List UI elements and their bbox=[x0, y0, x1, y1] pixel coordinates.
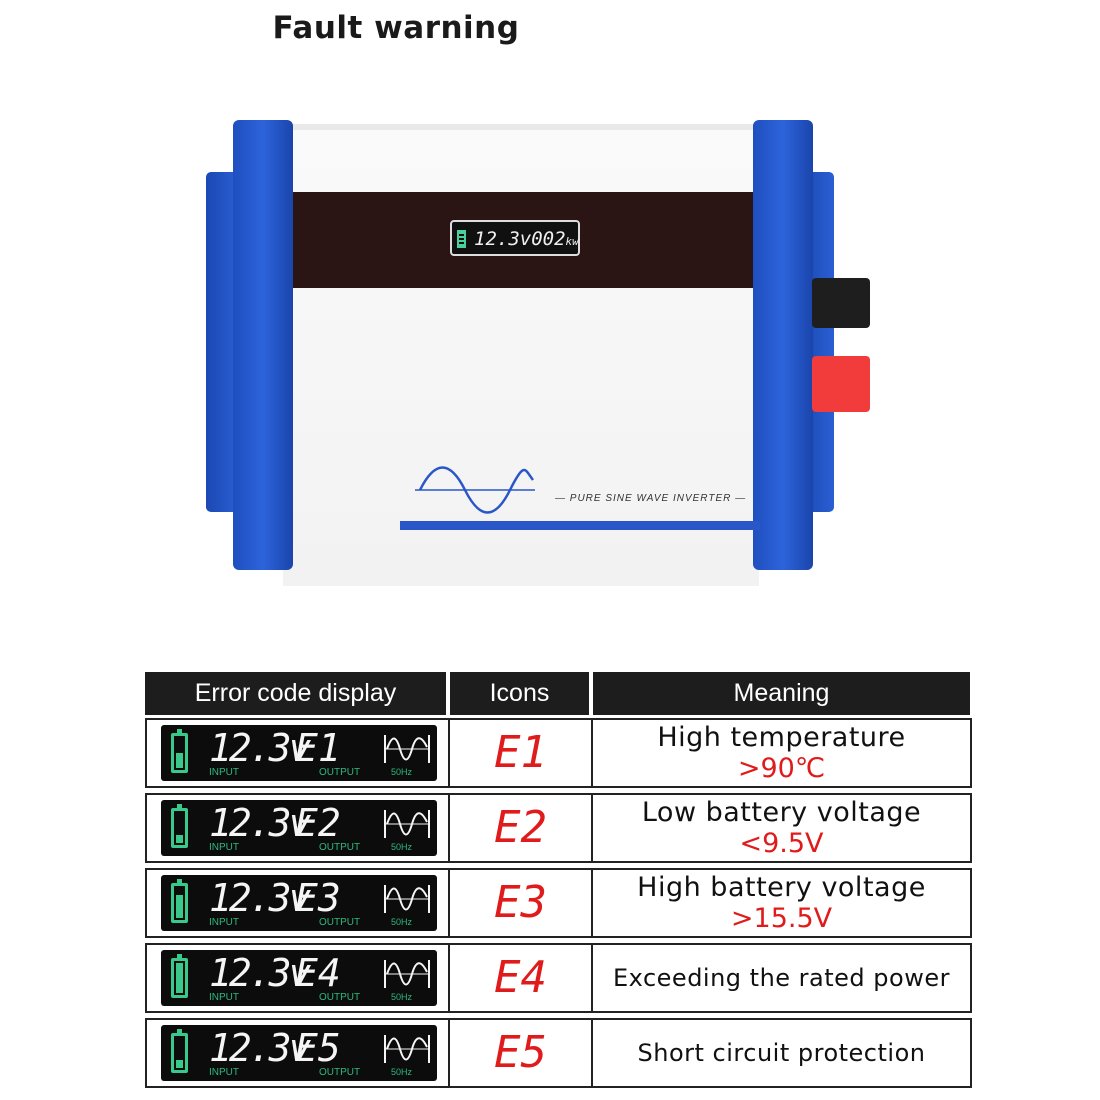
meaning-text: High temperature bbox=[657, 722, 906, 753]
table-row-display-cell: 12.3v E1 INPUT OUTPUT 50Hz bbox=[145, 718, 450, 788]
error-code-icon: E5 bbox=[494, 1027, 547, 1078]
lcd-input-label: INPUT bbox=[209, 842, 239, 853]
battery-icon bbox=[171, 804, 188, 848]
lcd-voltage: 12.3v bbox=[209, 876, 311, 920]
product-label: — PURE SINE WAVE INVERTER — bbox=[555, 493, 747, 504]
lcd-error-code: E5 bbox=[295, 1026, 341, 1070]
meaning-threshold: <9.5V bbox=[739, 828, 824, 859]
lcd-output-label: OUTPUT bbox=[319, 1067, 361, 1078]
battery-icon bbox=[171, 954, 188, 998]
lcd-voltage: 12.3v bbox=[209, 951, 311, 995]
inverter-lcd: 12.3v002kw bbox=[450, 220, 580, 256]
table-row-icon-cell: E3 bbox=[448, 868, 593, 938]
sine-wave-icon bbox=[415, 466, 535, 514]
lcd-frequency-label: 50Hz bbox=[391, 992, 413, 1002]
battery-icon bbox=[171, 1029, 188, 1073]
table-row-display-cell: 12.3v E2 INPUT OUTPUT 50Hz bbox=[145, 793, 450, 863]
table-row-meaning-cell: Exceeding the rated power bbox=[591, 943, 972, 1013]
table-row-icon-cell: E5 bbox=[448, 1018, 593, 1088]
lcd-error-code: E2 bbox=[295, 801, 341, 845]
battery-icon bbox=[171, 879, 188, 923]
inverter-lcd-reading: 12.3v002 bbox=[474, 228, 566, 250]
battery-level bbox=[176, 1060, 183, 1068]
output-wave-icon bbox=[384, 1035, 430, 1063]
table-row-icon-cell: E4 bbox=[448, 943, 593, 1013]
table-row-meaning-cell: High temperature >90℃ bbox=[591, 718, 972, 788]
lcd-frequency-label: 50Hz bbox=[391, 767, 413, 777]
battery-level bbox=[176, 753, 183, 768]
meaning-threshold: >90℃ bbox=[737, 753, 826, 784]
lcd-input-label: INPUT bbox=[209, 767, 239, 778]
right-blue-rail bbox=[753, 120, 813, 570]
error-code-icon: E4 bbox=[494, 952, 547, 1003]
error-code-icon: E2 bbox=[494, 802, 547, 853]
output-wave-icon bbox=[384, 810, 430, 838]
lcd-output-label: OUTPUT bbox=[319, 767, 361, 778]
table-row-meaning-cell: Low battery voltage <9.5V bbox=[591, 793, 972, 863]
header-meaning: Meaning bbox=[593, 672, 970, 715]
lcd-error-code: E1 bbox=[295, 726, 341, 770]
meaning-threshold: >15.5V bbox=[730, 903, 833, 934]
page-title: Fault warning bbox=[272, 10, 520, 46]
table-row-meaning-cell: Short circuit protection bbox=[591, 1018, 972, 1088]
table-row-display-cell: 12.3v E5 INPUT OUTPUT 50Hz bbox=[145, 1018, 450, 1088]
meaning-text: Short circuit protection bbox=[637, 1039, 926, 1067]
table-row-icon-cell: E2 bbox=[448, 793, 593, 863]
lcd-output-label: OUTPUT bbox=[319, 992, 361, 1003]
lcd-frequency-label: 50Hz bbox=[391, 842, 413, 852]
error-lcd: 12.3v E2 INPUT OUTPUT 50Hz bbox=[161, 800, 437, 856]
inverter-illustration: 12.3v002kw — PURE SINE WAVE INVERTER — bbox=[200, 110, 880, 586]
negative-terminal bbox=[812, 278, 870, 328]
meaning-text: Exceeding the rated power bbox=[613, 964, 950, 992]
header-icons: Icons bbox=[450, 672, 589, 715]
left-mount-bracket bbox=[206, 172, 238, 512]
battery-level bbox=[176, 835, 183, 843]
left-blue-rail bbox=[233, 120, 293, 570]
battery-icon bbox=[171, 729, 188, 773]
table-row-display-cell: 12.3v E4 INPUT OUTPUT 50Hz bbox=[145, 943, 450, 1013]
table-row-icon-cell: E1 bbox=[448, 718, 593, 788]
lcd-output-label: OUTPUT bbox=[319, 842, 361, 853]
lcd-frequency-label: 50Hz bbox=[391, 1067, 413, 1077]
lcd-frequency-label: 50Hz bbox=[391, 917, 413, 927]
lcd-error-code: E4 bbox=[295, 951, 341, 995]
error-code-icon: E1 bbox=[494, 727, 547, 778]
inverter-lcd-unit: kw bbox=[565, 235, 579, 248]
battery-level bbox=[176, 963, 183, 993]
lcd-error-code: E3 bbox=[295, 876, 341, 920]
battery-icon bbox=[457, 230, 466, 248]
battery-level bbox=[176, 895, 183, 918]
lcd-voltage: 12.3v bbox=[209, 1026, 311, 1070]
header-error-code-display: Error code display bbox=[145, 672, 446, 715]
positive-terminal bbox=[812, 356, 870, 412]
lcd-voltage: 12.3v bbox=[209, 726, 311, 770]
output-wave-icon bbox=[384, 735, 430, 763]
error-lcd: 12.3v E5 INPUT OUTPUT 50Hz bbox=[161, 1025, 437, 1081]
table-row-meaning-cell: High battery voltage >15.5V bbox=[591, 868, 972, 938]
error-lcd: 12.3v E1 INPUT OUTPUT 50Hz bbox=[161, 725, 437, 781]
lcd-input-label: INPUT bbox=[209, 992, 239, 1003]
blue-stripe bbox=[400, 521, 760, 530]
output-wave-icon bbox=[384, 960, 430, 988]
table-row-display-cell: 12.3v E3 INPUT OUTPUT 50Hz bbox=[145, 868, 450, 938]
output-wave-icon bbox=[384, 885, 430, 913]
lcd-output-label: OUTPUT bbox=[319, 917, 361, 928]
lcd-voltage: 12.3v bbox=[209, 801, 311, 845]
meaning-text: High battery voltage bbox=[637, 872, 926, 903]
meaning-text: Low battery voltage bbox=[641, 797, 922, 828]
error-lcd: 12.3v E4 INPUT OUTPUT 50Hz bbox=[161, 950, 437, 1006]
error-code-icon: E3 bbox=[494, 877, 547, 928]
lcd-input-label: INPUT bbox=[209, 1067, 239, 1078]
lcd-input-label: INPUT bbox=[209, 917, 239, 928]
error-lcd: 12.3v E3 INPUT OUTPUT 50Hz bbox=[161, 875, 437, 931]
